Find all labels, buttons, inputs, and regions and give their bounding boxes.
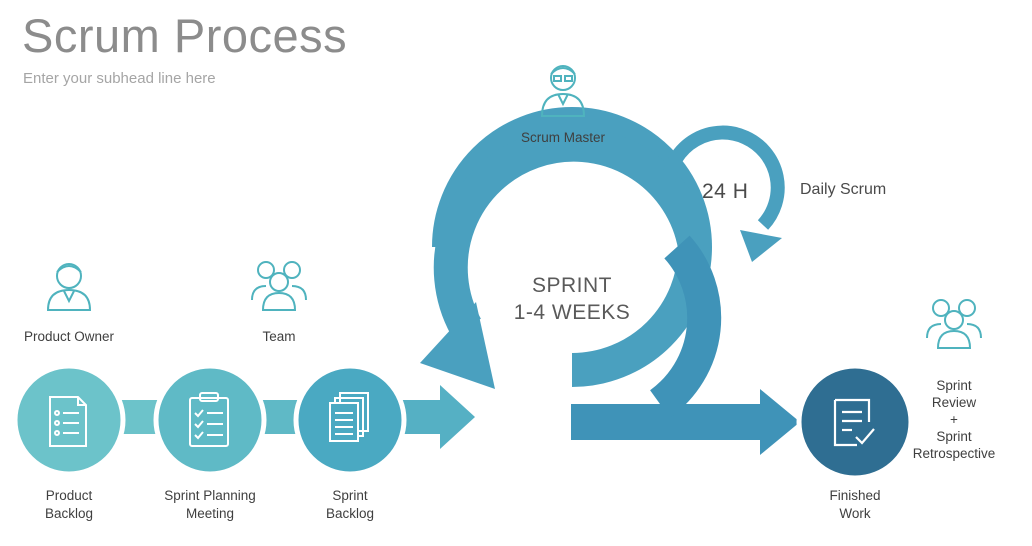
review-line2: Review (931, 395, 977, 410)
document-check-icon (833, 398, 875, 447)
arrow-into-sprint (385, 385, 475, 449)
sprint-arrow-head (420, 302, 495, 389)
sprint-backlog-label: Sprint Backlog (326, 487, 374, 523)
sprint-planning-line1: Sprint Planning (164, 488, 256, 503)
scrum-master-label: Scrum Master (520, 130, 606, 145)
sprint-planning-label: Sprint Planning Meeting (164, 487, 256, 523)
review-line4: Sprint (936, 429, 972, 444)
review-team-icon (926, 299, 982, 349)
review-line1: Sprint (936, 378, 972, 393)
sprint-review-label: Sprint Review + Sprint Retrospective (913, 377, 996, 462)
team-label: Team (262, 329, 296, 344)
document-list-icon (49, 396, 87, 447)
daily-hours-label: 24 H (702, 180, 749, 203)
stacked-documents-icon (329, 392, 369, 442)
daily-scrum-arrow (661, 125, 785, 230)
sprint-cycle-arc (433, 127, 712, 336)
finished-work-line2: Work (839, 506, 871, 521)
sprint-backlog-line1: Sprint (332, 488, 368, 503)
team-icon (251, 261, 307, 311)
page-subhead: Enter your subhead line here (23, 70, 216, 87)
clipboard-checklist-icon (189, 392, 229, 447)
scrum-master-person-icon (540, 65, 586, 117)
review-line5: Retrospective (912, 446, 996, 461)
sprint-planning-line2: Meeting (185, 506, 235, 521)
product-backlog-line1: Product (45, 488, 93, 503)
circle-sprint-planning (153, 363, 267, 477)
circle-product-backlog (12, 363, 126, 477)
page-title: Scrum Process (22, 9, 348, 62)
sprint-loop-tail (649, 235, 722, 418)
product-owner-label: Product Owner (23, 329, 115, 344)
product-backlog-line2: Backlog (44, 506, 94, 521)
daily-arrow-head (740, 230, 782, 262)
sprint-label-line2: 1-4 WEEKS (513, 301, 631, 324)
sprint-label: SPRINT 1-4 WEEKS (514, 272, 631, 326)
product-backlog-label: Product Backlog (45, 487, 93, 523)
sprint-output-band (571, 404, 765, 440)
daily-scrum-label: Daily Scrum (800, 181, 887, 198)
finished-work-label: Finished Work (829, 487, 880, 523)
sprint-backlog-line2: Backlog (325, 506, 375, 521)
finished-work-line1: Finished (829, 488, 881, 503)
product-owner-person-icon (46, 263, 92, 311)
arrow-to-finished (760, 389, 800, 455)
sprint-label-line1: SPRINT (531, 274, 613, 297)
review-line3: + (950, 412, 958, 427)
